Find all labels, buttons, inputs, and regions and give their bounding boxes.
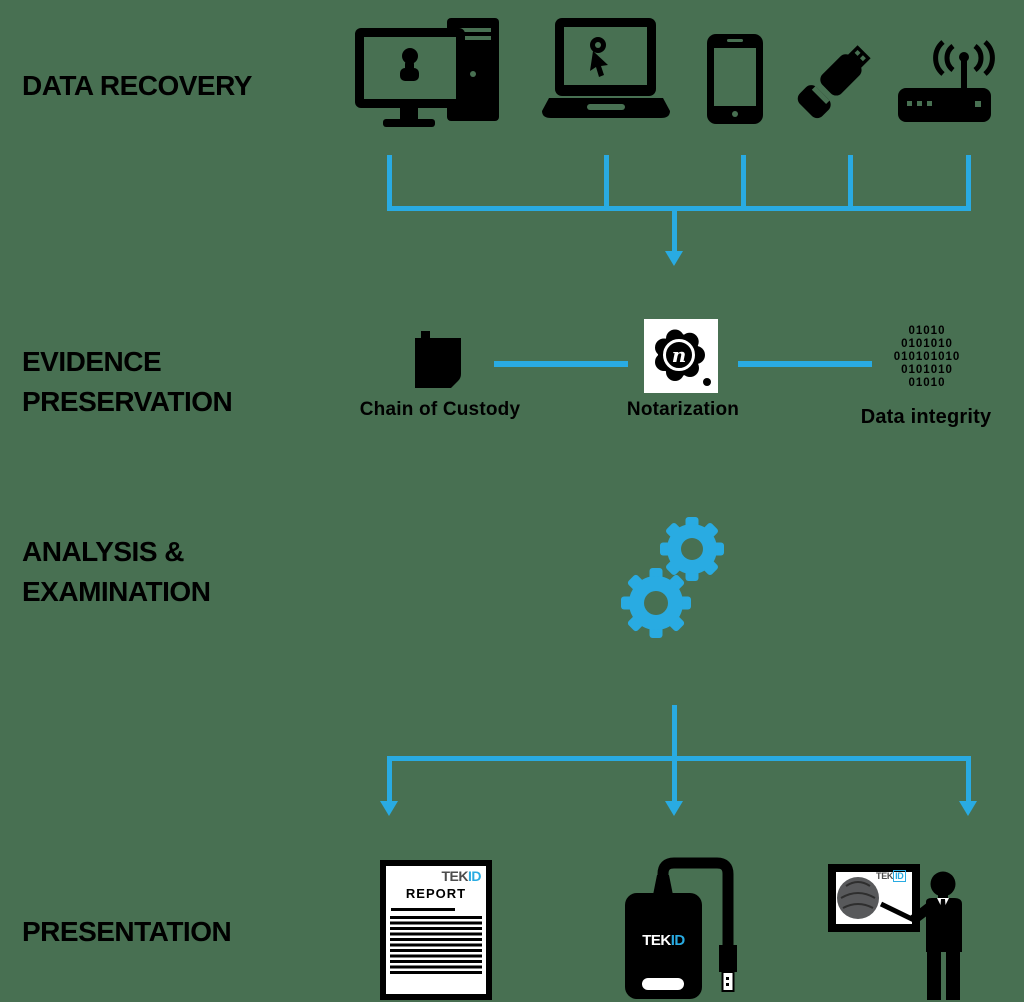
connector-line [494,361,628,367]
label-notarization: Notarization [626,399,740,420]
pointer-stick [879,901,918,924]
seal-letter: n [672,343,687,367]
usb-cable [657,857,734,945]
logo-tek: TEK [441,868,469,884]
stage-title-line: ANALYSIS & [22,536,185,567]
report-document-icon: TEKID REPORT [380,860,492,1000]
logo-tek: TEK [642,932,671,949]
arrow-down-icon [959,801,977,816]
arrow-down-icon [665,251,683,266]
stage-title-line: EXAMINATION [22,576,211,607]
smartphone-icon [707,34,763,124]
label-data-integrity: Data integrity [860,406,992,428]
presenter-person [910,871,962,1000]
logo-id: ID [670,932,686,949]
external-hard-drive-icon: TEKID [618,850,748,1002]
arrow-down-icon [665,801,683,816]
tekid-logo: TEKID [386,866,486,883]
binary-code-icon: 01010 0101010 010101010 0101010 01010 [886,325,968,390]
bracket-bar [387,756,971,761]
report-text-line [391,908,455,911]
stage-title-analysis-examination: ANALYSIS & EXAMINATION [22,532,211,612]
laptop-icon [542,18,670,118]
logo-tek: TEK [876,871,894,881]
label-chain-of-custody: Chain of Custody [359,399,521,420]
binary-row: 01010 [908,325,946,337]
evidence-bag-icon [415,331,461,388]
bracket-tick [966,155,971,211]
binary-row: 0101010 [901,338,953,350]
connector-line [738,361,872,367]
arrow-stem [672,756,677,802]
tekid-logo: TEKID [625,932,702,949]
gears-icon [621,517,724,638]
binary-row: 0101010 [901,364,953,376]
usb-flash-drive-icon [797,45,871,119]
stage-title-presentation: PRESENTATION [22,916,232,947]
wireless-router-icon [898,40,995,122]
notary-wax-seal-icon: n [644,319,718,393]
stage-title-evidence-preservation: EVIDENCE PRESERVATION [22,342,233,422]
report-heading: REPORT [405,886,467,901]
bracket-tick [387,155,392,211]
report-text-lines [390,916,482,974]
arrow-stem [966,756,971,802]
stage-title-line: EVIDENCE [22,346,162,377]
usb-plug [719,945,737,972]
drive-slot [642,978,684,990]
arrow-down-icon [380,801,398,816]
gear-small [660,517,724,581]
bracket-bar [387,206,971,211]
bracket-tick [604,155,609,211]
bracket-stem [672,705,677,759]
stage-title-data-recovery: DATA RECOVERY [22,70,252,101]
binary-row: 01010 [908,377,946,389]
binary-row: 010101010 [893,351,961,363]
stage-title-line: PRESERVATION [22,386,233,417]
fingerprint-icon [837,877,879,919]
bracket-tick [741,155,746,211]
logo-id: ID [468,868,482,884]
desktop-computer-icon [355,18,499,127]
arrow-stem [672,211,677,252]
gear-large [621,568,691,638]
bracket-tick [848,155,853,211]
arrow-stem [387,756,392,802]
logo-id: ID [893,870,906,882]
